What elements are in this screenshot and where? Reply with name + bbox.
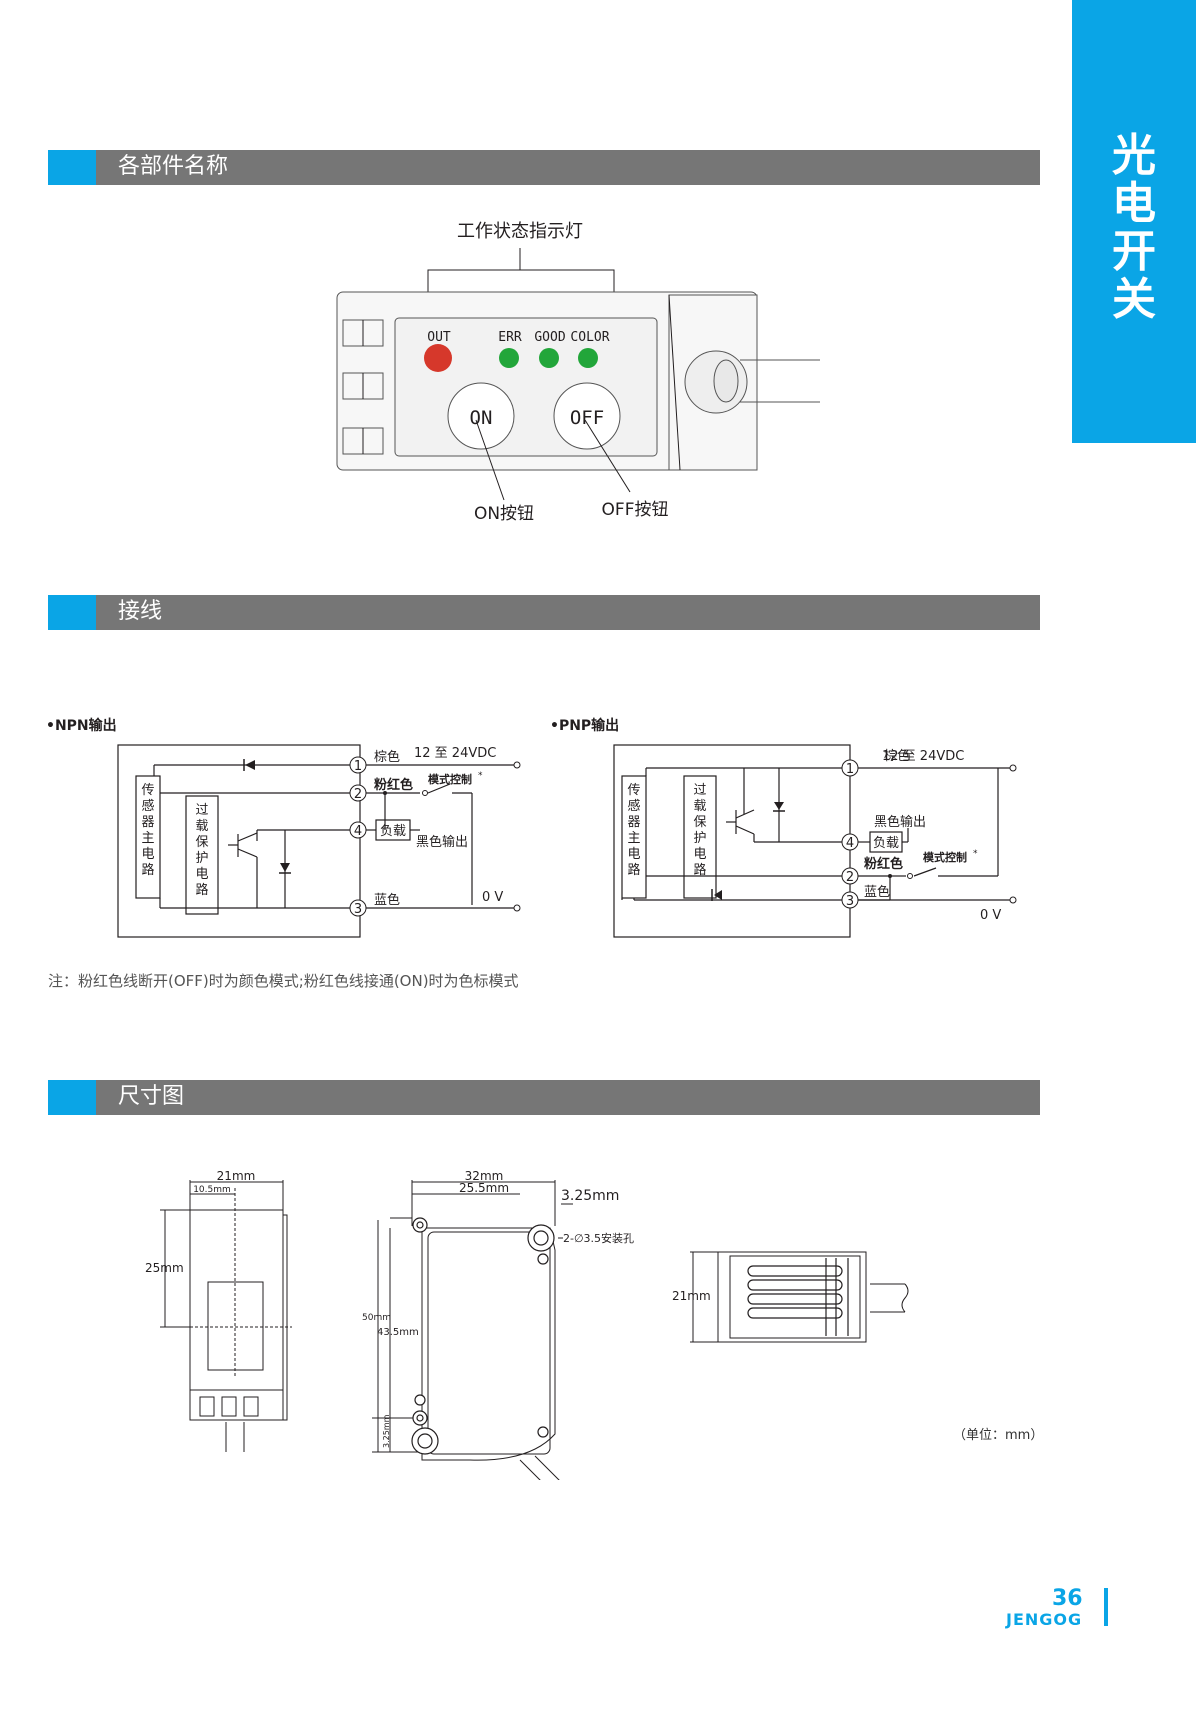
- brand-name: JENGOG: [1006, 1610, 1083, 1629]
- terminal-2: 2: [354, 787, 362, 802]
- dimension-drawings: 21mm 10.5mm 25mm 32mm 25.5mm 3.25mm 2-∅3…: [145, 1169, 909, 1480]
- dim-width-10-5: 10.5mm: [193, 1185, 231, 1195]
- black-output-label: 黑色输出: [874, 814, 926, 830]
- black-output-label: 黑色输出: [416, 834, 468, 850]
- side-char: 光: [1112, 130, 1156, 181]
- brown-wire-label: 棕色: [374, 749, 400, 765]
- load-label: 负载: [380, 824, 406, 839]
- dim-height-43-5: 43.5mm: [377, 1327, 419, 1338]
- wiring-note: 注：粉红色线断开(OFF)时为颜色模式;粉红色线接通(ON)时为色标模式: [48, 972, 519, 990]
- color-led-icon: [578, 348, 598, 368]
- on-button-label: ON按钮: [474, 504, 534, 524]
- section-title: 尺寸图: [118, 1084, 185, 1109]
- dim-width-25-5: 25.5mm: [459, 1181, 509, 1195]
- terminal-3: 3: [846, 894, 854, 909]
- terminal-1: 1: [846, 762, 854, 777]
- mode-control-label: 模式控制: [923, 850, 967, 864]
- dim-height-50: 50mm: [362, 1313, 391, 1323]
- mode-footnote-mark: *: [478, 771, 483, 781]
- sensor-circuit-label: 传感器主电路: [141, 783, 154, 878]
- side-char: 开: [1112, 226, 1156, 277]
- err-label: ERR: [498, 330, 522, 345]
- section-accent: [48, 1080, 96, 1115]
- section-header-dims: 尺寸图: [48, 1080, 1040, 1115]
- pnp-wiring-diagram: •PNP输出: [550, 717, 1017, 938]
- zero-volt-label: 0 V: [482, 890, 503, 905]
- dim-offset-3-25: 3.25mm: [561, 1188, 619, 1204]
- mounting-hole-label: 2-∅3.5安装孔: [563, 1231, 634, 1245]
- off-button-label: OFF按钮: [602, 500, 669, 520]
- brown-wire-label: 棕色: [884, 748, 910, 764]
- side-category-title: 光 电 开 关: [1072, 132, 1196, 324]
- err-led-icon: [499, 348, 519, 368]
- blue-wire-label: 蓝色: [374, 892, 400, 908]
- section-header-wiring: 接线: [48, 595, 1040, 630]
- indicator-title: 工作状态指示灯: [457, 221, 583, 242]
- npn-title: •NPN输出: [46, 717, 117, 734]
- terminal-3: 3: [354, 902, 362, 917]
- out-label: OUT: [427, 330, 451, 345]
- supply-label: 12 至 24VDC: [414, 746, 496, 761]
- terminal-1: 1: [354, 759, 362, 774]
- dim-height-25: 25mm: [145, 1261, 184, 1275]
- zero-volt-label: 0 V: [980, 908, 1001, 923]
- mode-footnote-mark: *: [973, 849, 978, 859]
- off-button[interactable]: OFF: [570, 407, 604, 429]
- pink-wire-label: 粉红色: [374, 777, 413, 793]
- protect-circuit-label: 过载保护电路: [195, 803, 208, 898]
- side-category-tab: 光 电 开 关: [1072, 0, 1196, 443]
- blue-wire-label: 蓝色: [864, 884, 890, 900]
- terminal-4: 4: [846, 836, 854, 851]
- side-char: 电: [1112, 178, 1156, 229]
- pink-wire-label: 粉红色: [864, 856, 903, 872]
- panel-diagram: 工作状态指示灯 OUT ERR GOOD COLOR ON OFF ON按钮 O…: [336, 221, 820, 524]
- mode-control-label: 模式控制: [428, 772, 472, 786]
- pnp-title: •PNP输出: [550, 717, 619, 734]
- dim-height-3-25: 3.25mm: [382, 1414, 391, 1448]
- out-led-icon: [424, 344, 452, 372]
- section-title: 各部件名称: [118, 154, 229, 179]
- section-accent: [48, 150, 96, 185]
- load-label: 负载: [873, 836, 899, 851]
- npn-wiring-diagram: •NPN输出 1 2 4: [46, 717, 521, 938]
- color-label: COLOR: [570, 330, 609, 345]
- terminal-4: 4: [354, 824, 362, 839]
- dim-width-32: 32mm: [465, 1169, 504, 1183]
- good-label: GOOD: [534, 330, 565, 345]
- supply-label: 12 至 24VDC: [882, 749, 964, 764]
- dim-side-21: 21mm: [672, 1289, 711, 1303]
- dim-width-21: 21mm: [217, 1169, 256, 1183]
- on-button[interactable]: ON: [470, 407, 493, 429]
- sensor-circuit-label: 传感器主电路: [627, 783, 640, 878]
- terminal-2: 2: [846, 870, 854, 885]
- unit-note: （单位：mm）: [953, 1428, 1044, 1443]
- section-title: 接线: [118, 599, 163, 624]
- page-number: 36: [1052, 1586, 1083, 1611]
- protect-circuit-label: 过载保护电路: [693, 783, 706, 878]
- good-led-icon: [539, 348, 559, 368]
- page-marker-bar: [1104, 1588, 1108, 1626]
- side-char: 关: [1112, 274, 1156, 325]
- section-accent: [48, 595, 96, 630]
- section-header-parts: 各部件名称: [48, 150, 1040, 185]
